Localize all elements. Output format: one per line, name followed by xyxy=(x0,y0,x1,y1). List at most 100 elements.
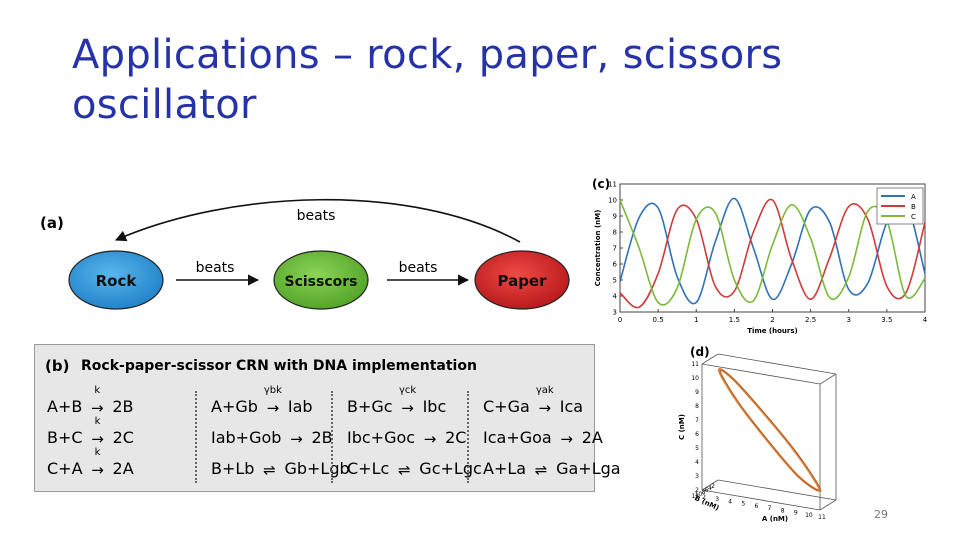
node-scissors xyxy=(273,250,369,310)
z-tick-label: 4 xyxy=(695,459,699,466)
rate-constant: k xyxy=(94,446,101,458)
y-tick-label: 11 xyxy=(608,181,617,189)
reactants: A+B xyxy=(47,397,83,416)
y-tick-label: 5 xyxy=(613,277,617,285)
arrow-glyph: ⇌ xyxy=(263,460,276,479)
node-rock xyxy=(68,250,164,310)
arrow-glyph: ⇌ xyxy=(398,460,411,479)
z-tick-label: 7 xyxy=(695,417,699,424)
rate-constant: k xyxy=(94,415,101,427)
x-tick-label: 2.5 xyxy=(805,316,816,324)
z-tick-label: 3 xyxy=(695,473,699,480)
arrow-glyph: → xyxy=(266,398,280,417)
arrow-glyph: → xyxy=(91,398,104,417)
reaction-row: Ibc+Goc→2C xyxy=(347,422,482,453)
arrow-glyph: → xyxy=(91,460,104,479)
reactants: C+Ga xyxy=(483,397,530,416)
reaction-arrow: → xyxy=(415,431,445,447)
edge-label: beats xyxy=(399,260,438,276)
node-rock-label: Rock xyxy=(96,272,138,290)
products: 2A xyxy=(581,428,603,447)
z-tick-label: 5 xyxy=(695,445,699,452)
products: Ibc xyxy=(422,397,447,416)
arrow-glyph: → xyxy=(423,429,437,448)
reactants: Ica+Goa xyxy=(483,428,552,447)
panel-c-label: (c) xyxy=(592,177,610,191)
reaction-arrow: ⇌ xyxy=(389,462,419,478)
reaction-arrow: γak → xyxy=(530,385,560,417)
beats-cycle-diagram: (a) beats beats beats Rock Scisscors Pap… xyxy=(40,198,570,310)
edge-label: beats xyxy=(196,260,235,276)
slide-title: Applications – rock, paper, scissors osc… xyxy=(72,32,783,128)
series-line-A xyxy=(619,197,926,305)
x-tick-label: 11 xyxy=(818,514,826,521)
products: Ica xyxy=(559,397,584,416)
x-tick-label: 6 xyxy=(755,503,759,510)
x-tick-label: 3 xyxy=(847,316,851,324)
edge-paper-rock xyxy=(114,198,521,243)
reactants: Iab+Gob xyxy=(211,428,282,447)
node-scissors-label: Scisscors xyxy=(284,274,357,290)
trajectory-line xyxy=(720,369,822,492)
rate-constant: γck xyxy=(398,384,417,396)
rate-constant: k xyxy=(94,384,101,396)
y-tick-label: 8 xyxy=(613,229,617,237)
x-tick-label: 10 xyxy=(805,512,813,519)
x-tick-label: 3.5 xyxy=(881,316,892,324)
z-tick-label: 11 xyxy=(691,361,699,368)
x-axis-label: A (nM) xyxy=(762,515,788,523)
y-tick-label: 6 xyxy=(705,487,709,494)
legend-entry: B xyxy=(911,203,916,211)
axis-box-edge xyxy=(717,353,837,375)
arrow-glyph: → xyxy=(91,429,104,448)
edge-label: beats xyxy=(297,208,336,224)
reaction-arrow: ⇌ xyxy=(254,462,284,478)
reactants: Ibc+Goc xyxy=(347,428,416,447)
z-tick-label: 6 xyxy=(695,431,699,438)
panel-b-heading: Rock-paper-scissor CRN with DNA implemen… xyxy=(81,358,477,374)
z-tick-label: 9 xyxy=(695,389,699,396)
axis-box-edge xyxy=(701,363,821,385)
y-tick-label: 12 xyxy=(691,493,699,500)
x-tick-label: 4 xyxy=(923,316,928,324)
panel-d-label: (d) xyxy=(690,345,710,359)
arrow-glyph: → xyxy=(538,398,552,417)
rate-constant: γak xyxy=(535,384,554,396)
x-tick-label: 2 xyxy=(770,316,774,324)
reaction-arrow: k→ xyxy=(83,416,113,448)
y-tick-label: 4 xyxy=(613,293,618,301)
y-axis-label: Concentration (nM) xyxy=(594,210,602,287)
reaction-arrow: → xyxy=(281,431,311,447)
node-paper xyxy=(474,250,570,310)
x-tick-label: 9 xyxy=(794,510,798,517)
y-tick-label: 3 xyxy=(613,309,617,317)
crn-reactions-panel: (b) Rock-paper-scissor CRN with DNA impl… xyxy=(34,344,621,492)
z-tick-label: 10 xyxy=(691,375,699,382)
reactants: A+Gb xyxy=(211,397,258,416)
products: Gb+Lgb xyxy=(284,459,350,478)
x-tick-label: 0.5 xyxy=(653,316,664,324)
axis-box-edge xyxy=(701,353,719,365)
reaction-row: B+Lb⇌Gb+Lgb xyxy=(211,453,350,484)
y-tick-label: 8 xyxy=(702,489,706,496)
reaction-row: C+Ga γak → Ica xyxy=(483,385,621,422)
products: Iab xyxy=(287,397,313,416)
reactants: C+A xyxy=(47,459,83,478)
y-tick-label: 9 xyxy=(613,213,617,221)
products: 2B xyxy=(311,428,333,447)
x-tick-label: 2 xyxy=(702,494,706,501)
products: 2B xyxy=(112,397,134,416)
reactants: B+Gc xyxy=(347,397,393,416)
x-tick-label: 4 xyxy=(728,498,732,505)
axis-box-edge xyxy=(701,479,719,491)
y-tick-label: 4 xyxy=(708,485,712,492)
y-tick-label: 10 xyxy=(608,197,617,205)
reaction-row: A+La⇌Ga+Lga xyxy=(483,453,621,484)
